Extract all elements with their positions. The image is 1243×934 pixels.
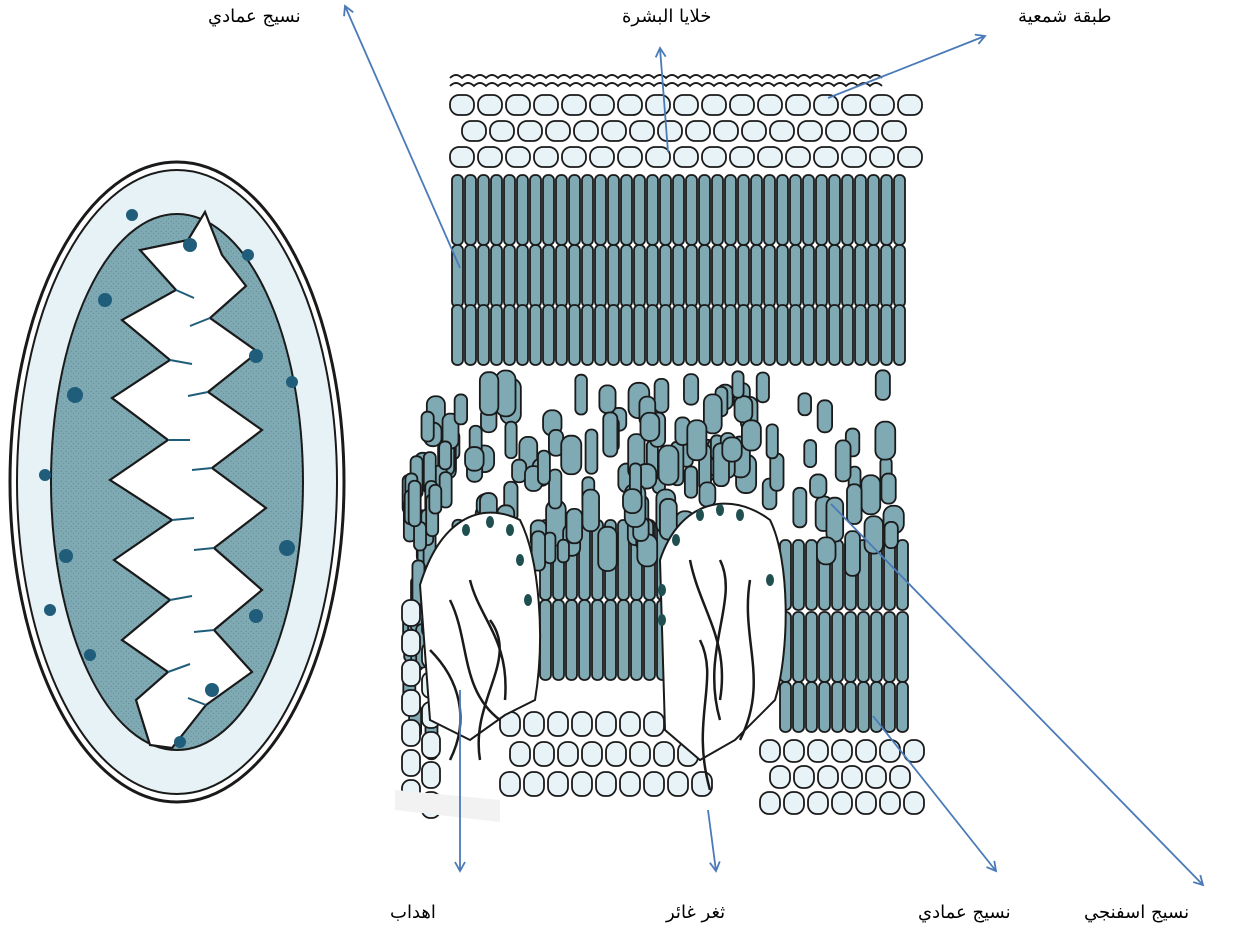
label-palisade-bottom: نسيج عمادي [918,902,1011,923]
label-palisade-top: نسيج عمادي [208,6,301,27]
label-hairs: اهداب [390,902,436,923]
label-epidermis: خلايا البشرة [622,6,711,27]
label-waxy-layer: طبقة شمعية [1018,6,1112,27]
arrow-palisade-top [345,6,460,268]
leaf-tissue-section [395,72,924,822]
label-sunken-stoma: ثغر غائر [666,902,725,923]
rolled-leaf-section [10,162,344,802]
label-spongy: نسيج اسفنجي [1084,902,1189,923]
